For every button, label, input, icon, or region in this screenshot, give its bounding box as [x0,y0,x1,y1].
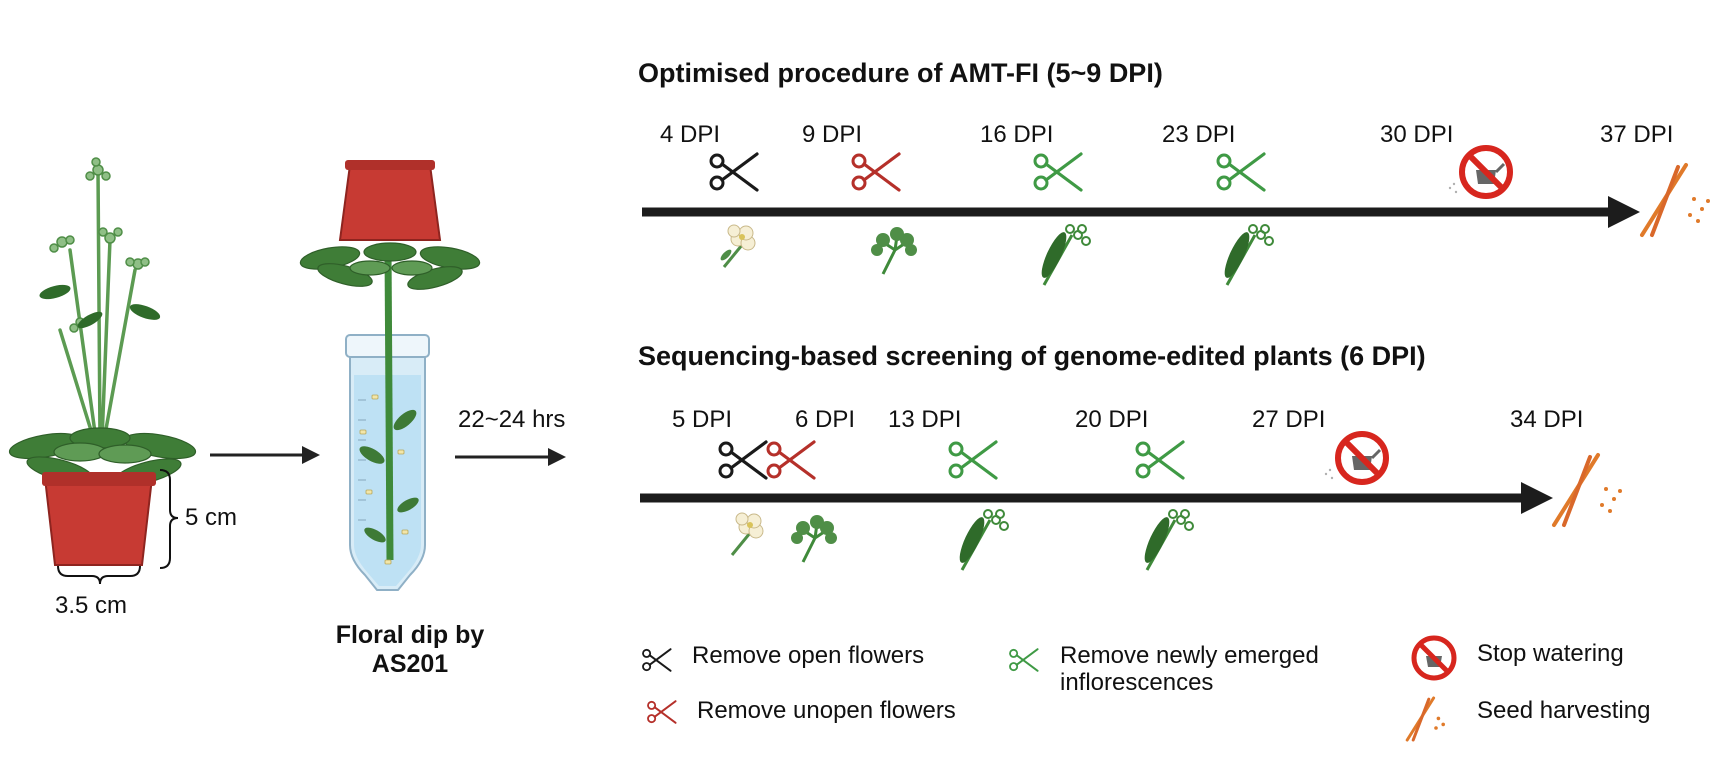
unopen-flower-icon [791,515,837,563]
timeline1-marker: 23 DPI [1162,121,1236,148]
red-scissors-icon [851,152,901,192]
seed-harvest-icon [1552,453,1622,527]
timeline1-marker: 37 DPI [1600,121,1674,148]
black-scissors-icon [709,152,759,192]
timeline1-marker: 4 DPI [660,121,721,148]
green-scissors-icon [1216,152,1266,192]
unopen-flower-icon [871,227,917,275]
legend-remove-open: Remove open flowers [692,642,925,669]
legend-remove-new-line2: inflorescences [1060,669,1214,696]
arrow-to-timelines [455,448,566,466]
timeline2-marker: 34 DPI [1510,406,1584,433]
timeline2-marker: 13 DPI [888,406,962,433]
legend-seed-harvesting: Seed harvesting [1477,697,1651,724]
legend-green-scissors-icon [1009,648,1039,672]
seed-harvest-icon [1640,163,1710,237]
incubation-label: 22~24 hrs [458,406,566,433]
open-flower-icon [730,512,764,556]
timeline2-marker: 27 DPI [1252,406,1326,433]
green-scissors-icon [1033,152,1083,192]
inflorescence-icon [1041,224,1091,286]
potted-plant-illustration [8,157,197,585]
timeline1-marker: 30 DPI [1380,121,1454,148]
open-flower-icon [720,224,756,268]
timeline1-marker: 16 DPI [980,121,1054,148]
floral-dip-illustration [299,160,481,591]
legend-seed-harvest-icon [1405,696,1445,742]
legend-stop-watering: Stop watering [1477,640,1624,667]
dip-label-line1: Floral dip by [335,621,485,649]
legend-red-scissors-icon [647,700,677,724]
legend-remove-unopen: Remove unopen flowers [697,697,956,724]
arrow-to-dip [210,446,320,464]
green-scissors-icon [1135,440,1185,480]
inflorescence-icon [959,509,1009,571]
stop-watering-icon [1324,431,1389,485]
black-scissors-icon [718,440,768,480]
inflorescence-icon [1224,224,1274,286]
timeline1-axis [642,196,1640,228]
timeline1-marker: 9 DPI [802,121,863,148]
timeline2-axis [640,482,1553,514]
pot-height-label: 5 cm [185,504,238,531]
dip-label-line2: AS201 [371,650,449,678]
legend-remove-new-line1: Remove newly emerged [1060,642,1319,669]
timeline2-marker: 6 DPI [795,406,856,433]
timeline1-title: Optimised procedure of AMT-FI (5~9 DPI) [638,58,1163,88]
pot-width-label: 3.5 cm [55,592,128,619]
legend-stop-watering-icon [1411,635,1457,681]
inflorescence-icon [1144,509,1194,571]
green-scissors-icon [948,440,998,480]
timeline2-marker: 20 DPI [1075,406,1149,433]
red-scissors-icon [766,440,816,480]
timeline2-marker: 5 DPI [672,406,733,433]
stop-watering-icon [1448,145,1513,199]
legend-black-scissors-icon [642,648,672,672]
timeline2-title: Sequencing-based screening of genome-edi… [638,341,1426,371]
